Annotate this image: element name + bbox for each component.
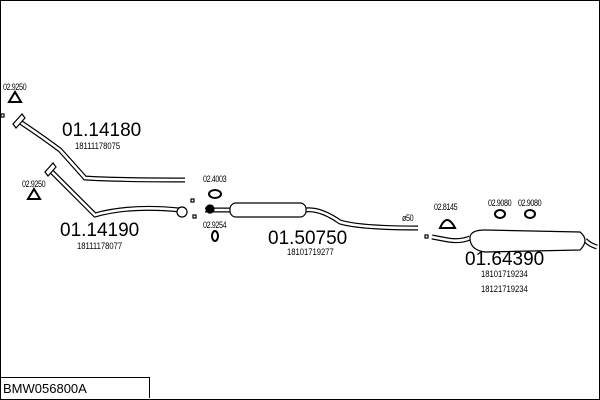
gasket-lower-label: 02.9250 <box>22 179 46 189</box>
middle-silencer <box>229 202 307 218</box>
oem-number: 18111178075 <box>75 141 121 151</box>
hanger-1-icon <box>494 209 506 219</box>
diameter-label: ø50 <box>402 213 414 223</box>
ring-upper-label: 02.4003 <box>203 174 227 184</box>
hanger-2-icon <box>524 209 536 219</box>
ring-lower-icon <box>211 230 219 242</box>
ring-upper-icon <box>208 189 222 199</box>
clamp-icon <box>438 219 457 229</box>
rear-silencer <box>469 229 586 253</box>
clamp-label: 02.8145 <box>434 202 458 212</box>
part-number-front-pipe-lower: 01.14190 <box>60 220 140 241</box>
oem-number: 18101719277 <box>287 247 334 257</box>
ring-lower-label: 02.9254 <box>203 220 227 230</box>
part-number-front-pipe-upper: 01.14180 <box>62 120 142 141</box>
part-number-middle-silencer: 01.50750 <box>268 228 348 249</box>
gasket-lower-icon <box>26 187 42 200</box>
gasket-top-icon <box>7 90 23 103</box>
hanger-2-label: 02.9080 <box>518 198 542 208</box>
oem-number: 18101719234 <box>481 269 528 279</box>
oem-number: 18121719234 <box>481 284 528 294</box>
gasket-top-label: 02.9250 <box>3 82 27 92</box>
part-number-rear-silencer: 01.64390 <box>465 249 545 270</box>
assembly-code: BMW056800A <box>0 377 150 398</box>
hanger-1-label: 02.9080 <box>488 198 512 208</box>
oem-number: 18111178077 <box>77 241 123 251</box>
